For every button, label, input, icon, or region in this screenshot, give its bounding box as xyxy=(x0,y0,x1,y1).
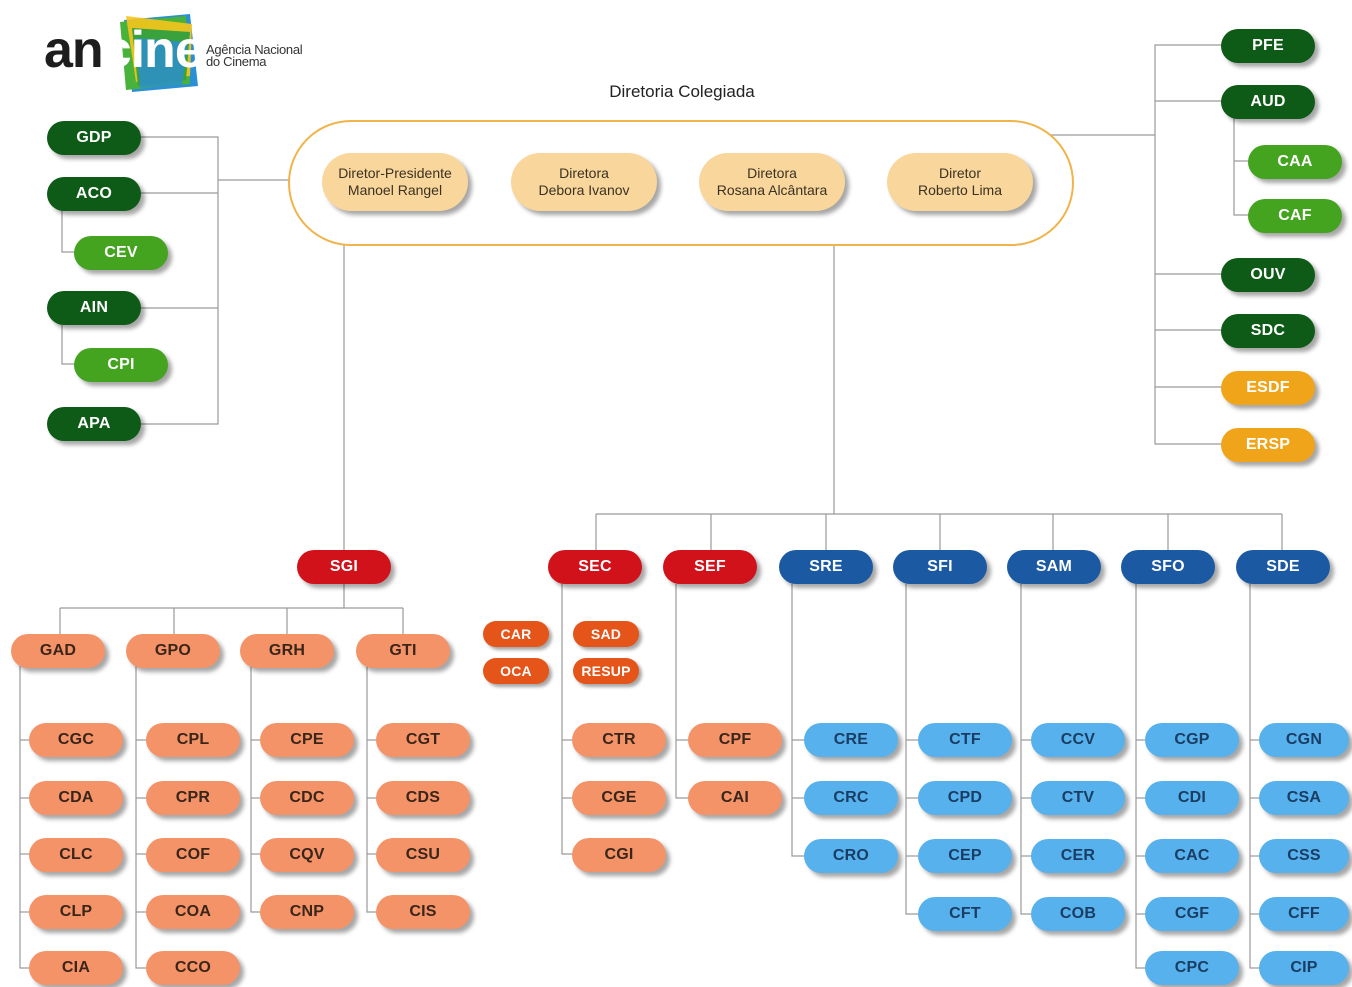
unit-cdi[interactable]: CDI xyxy=(1145,781,1239,815)
unit-ctv[interactable]: CTV xyxy=(1031,781,1125,815)
unit-gad[interactable]: GAD xyxy=(11,634,105,668)
unit-gpo[interactable]: GPO xyxy=(126,634,220,668)
unit-sgi[interactable]: SGI xyxy=(297,550,391,584)
unit-aco[interactable]: ACO xyxy=(47,177,141,211)
unit-ccv[interactable]: CCV xyxy=(1031,723,1125,757)
unit-coa[interactable]: COA xyxy=(146,895,240,929)
unit-sad[interactable]: SAD xyxy=(573,621,639,647)
unit-cro[interactable]: CRO xyxy=(804,839,898,873)
unit-grh[interactable]: GRH xyxy=(240,634,334,668)
unit-ctr[interactable]: CTR xyxy=(572,723,666,757)
unit-cgn[interactable]: CGN xyxy=(1259,723,1349,757)
director-role: Diretora xyxy=(559,165,609,181)
unit-crc[interactable]: CRC xyxy=(804,781,898,815)
logo-wordmark: ancine xyxy=(44,20,204,80)
unit-ctf[interactable]: CTF xyxy=(918,723,1012,757)
unit-sam[interactable]: SAM xyxy=(1007,550,1101,584)
unit-caf[interactable]: CAF xyxy=(1248,199,1342,233)
unit-cpr[interactable]: CPR xyxy=(146,781,240,815)
unit-cft[interactable]: CFT xyxy=(918,897,1012,931)
unit-css[interactable]: CSS xyxy=(1259,839,1349,873)
director-role: Diretor xyxy=(938,165,981,181)
unit-oca[interactable]: OCA xyxy=(483,658,549,684)
unit-cpi[interactable]: CPI xyxy=(74,348,168,382)
unit-ersp[interactable]: ERSP xyxy=(1221,428,1315,462)
unit-cda[interactable]: CDA xyxy=(29,781,123,815)
unit-apa[interactable]: APA xyxy=(47,407,141,441)
unit-sef[interactable]: SEF xyxy=(663,550,757,584)
logo-tagline-line1: Agência Nacional xyxy=(206,42,303,57)
unit-sfi[interactable]: SFI xyxy=(893,550,987,584)
unit-csu[interactable]: CSU xyxy=(376,838,470,872)
unit-cgc[interactable]: CGC xyxy=(29,723,123,757)
unit-sre[interactable]: SRE xyxy=(779,550,873,584)
unit-gdp[interactable]: GDP xyxy=(47,121,141,155)
logo-word-light: cine xyxy=(102,21,204,79)
unit-cgt[interactable]: CGT xyxy=(376,723,470,757)
unit-ain[interactable]: AIN xyxy=(47,291,141,325)
ancine-logo: ancine Agência Nacional do Cinema xyxy=(40,12,320,96)
unit-cer[interactable]: CER xyxy=(1031,839,1125,873)
unit-cpf[interactable]: CPF xyxy=(688,723,782,757)
unit-csa[interactable]: CSA xyxy=(1259,781,1349,815)
unit-cqv[interactable]: CQV xyxy=(260,838,354,872)
director-3[interactable]: Diretora Rosana Alcântara xyxy=(699,153,845,211)
unit-cpl[interactable]: CPL xyxy=(146,723,240,757)
director-role: Diretor-Presidente xyxy=(338,165,452,181)
logo-emblem xyxy=(120,14,198,92)
unit-cdc[interactable]: CDC xyxy=(260,781,354,815)
director-2[interactable]: Diretora Debora Ivanov xyxy=(511,153,657,211)
unit-cgp[interactable]: CGP xyxy=(1145,723,1239,757)
unit-cds[interactable]: CDS xyxy=(376,781,470,815)
unit-cac[interactable]: CAC xyxy=(1145,839,1239,873)
unit-cev[interactable]: CEV xyxy=(74,236,168,270)
unit-cpd[interactable]: CPD xyxy=(918,781,1012,815)
unit-resup[interactable]: RESUP xyxy=(573,658,639,684)
unit-cff[interactable]: CFF xyxy=(1259,897,1349,931)
unit-cre[interactable]: CRE xyxy=(804,723,898,757)
unit-cip[interactable]: CIP xyxy=(1259,951,1349,985)
unit-cpc[interactable]: CPC xyxy=(1145,951,1239,985)
director-name: Debora Ivanov xyxy=(538,182,630,198)
unit-cis[interactable]: CIS xyxy=(376,895,470,929)
unit-car[interactable]: CAR xyxy=(483,621,549,647)
unit-cep[interactable]: CEP xyxy=(918,839,1012,873)
unit-aud[interactable]: AUD xyxy=(1221,85,1315,119)
director-president[interactable]: Diretor-Presidente Manoel Rangel xyxy=(322,153,468,211)
unit-esdf[interactable]: ESDF xyxy=(1221,371,1315,405)
director-4[interactable]: Diretor Roberto Lima xyxy=(887,153,1033,211)
director-name: Rosana Alcântara xyxy=(716,182,828,198)
unit-cco[interactable]: CCO xyxy=(146,951,240,985)
logo-tagline: Agência Nacional do Cinema xyxy=(206,42,303,69)
unit-sec[interactable]: SEC xyxy=(548,550,642,584)
unit-clp[interactable]: CLP xyxy=(29,895,123,929)
unit-sde[interactable]: SDE xyxy=(1236,550,1330,584)
unit-cgi[interactable]: CGI xyxy=(572,838,666,872)
unit-cof[interactable]: COF xyxy=(146,838,240,872)
unit-cgf[interactable]: CGF xyxy=(1145,897,1239,931)
unit-caa[interactable]: CAA xyxy=(1248,145,1342,179)
director-name: Manoel Rangel xyxy=(347,182,443,198)
unit-sdc[interactable]: SDC xyxy=(1221,314,1315,348)
logo-tagline-line2: do Cinema xyxy=(206,54,267,69)
unit-clc[interactable]: CLC xyxy=(29,838,123,872)
unit-cge[interactable]: CGE xyxy=(572,781,666,815)
unit-cpe[interactable]: CPE xyxy=(260,723,354,757)
director-name: Roberto Lima xyxy=(917,182,1003,198)
unit-cia[interactable]: CIA xyxy=(29,951,123,985)
unit-cnp[interactable]: CNP xyxy=(260,895,354,929)
unit-gti[interactable]: GTI xyxy=(356,634,450,668)
unit-cai[interactable]: CAI xyxy=(688,781,782,815)
unit-ouv[interactable]: OUV xyxy=(1221,258,1315,292)
director-role: Diretora xyxy=(747,165,797,181)
logo-word-dark: an xyxy=(44,21,104,79)
board-title: Diretoria Colegiada xyxy=(609,82,755,101)
unit-sfo[interactable]: SFO xyxy=(1121,550,1215,584)
unit-pfe[interactable]: PFE xyxy=(1221,29,1315,63)
unit-cob[interactable]: COB xyxy=(1031,897,1125,931)
